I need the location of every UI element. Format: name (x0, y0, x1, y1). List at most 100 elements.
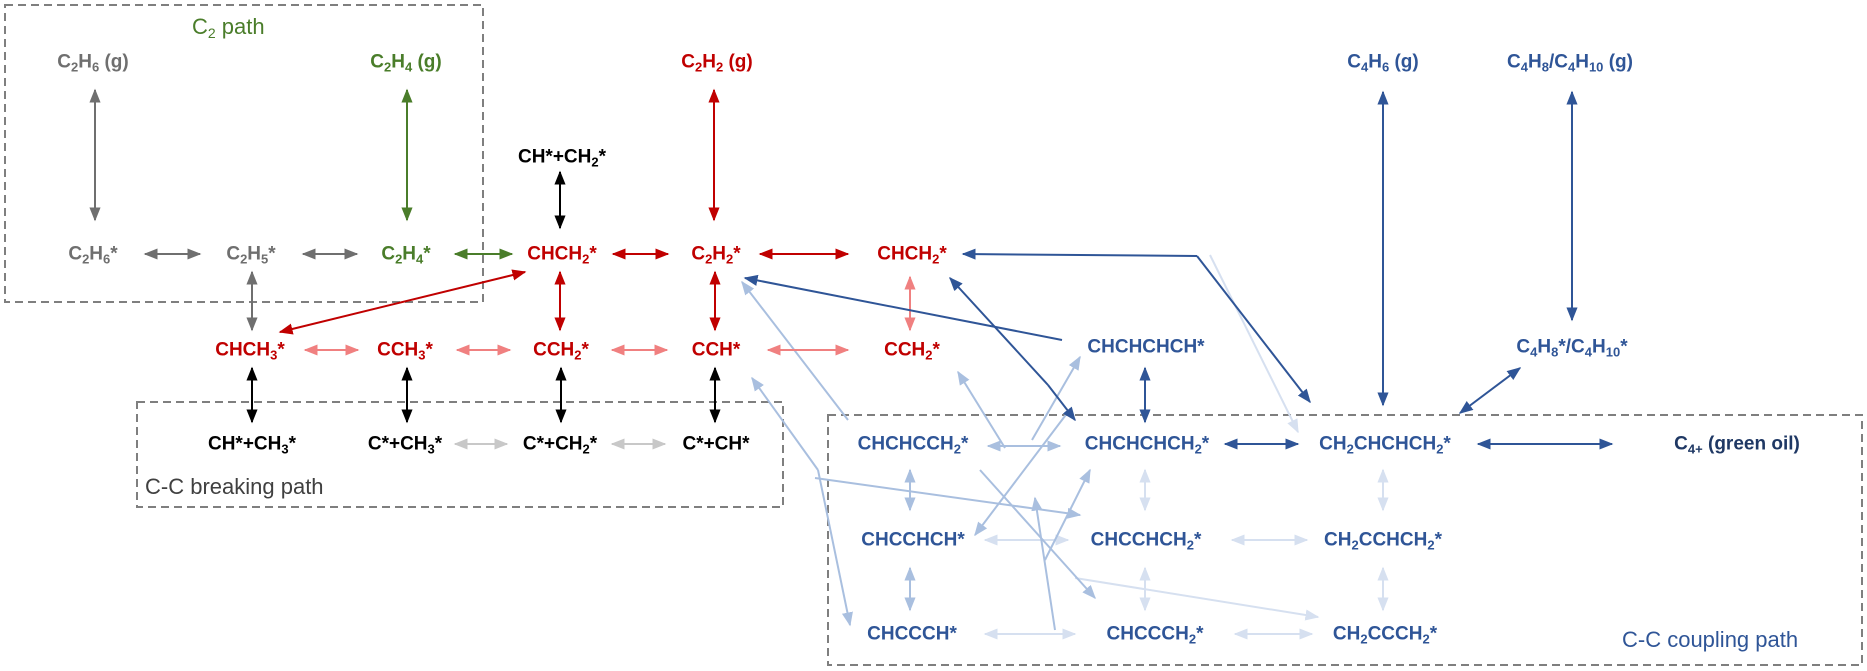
breaking-path-label: C-C breaking path (145, 474, 324, 499)
formula-part: H (1591, 336, 1606, 358)
formula-part: 10 (1605, 344, 1621, 360)
node-c-ch3: C*+CH3* (368, 435, 442, 456)
formula-part: CHCCHCH* (861, 529, 965, 551)
node-cch2-right: CCH2* (884, 339, 940, 363)
formula-part: H (1368, 51, 1382, 73)
formula-part: CH (1319, 433, 1347, 455)
node-c2h4-ads: C2H4* (381, 243, 430, 267)
formula-part: (g) (1389, 51, 1419, 73)
formula-part: * (1429, 623, 1438, 645)
formula-part: (green oil) (1702, 433, 1800, 455)
formula-part: 4 (1520, 59, 1529, 75)
formula-part: * (589, 243, 597, 265)
edge-lblue-2 (751, 376, 819, 471)
formula-part: H (712, 243, 727, 265)
formula-part: CCH (533, 339, 575, 361)
formula-part: 2 (1360, 631, 1368, 647)
coupling-path-label: C-C coupling path (1622, 627, 1799, 652)
formula-part: C (691, 243, 706, 265)
formula-part: C (226, 243, 241, 265)
node-chch2-ads: CHCH2* (527, 243, 597, 266)
formula-part: 5 (261, 251, 269, 267)
formula-part: H (78, 51, 92, 73)
formula-part: 2 (925, 347, 933, 363)
edge-lblue-3 (817, 469, 853, 627)
formula-part: 2 (1422, 631, 1430, 647)
edge-cch2r-chchchch2 (949, 276, 1049, 386)
formula-part: 2 (574, 347, 582, 363)
formula-part: CCH (377, 339, 419, 361)
formula-part: C (1507, 51, 1521, 73)
formula-part: * (598, 146, 607, 168)
formula-part: C*+CH (522, 433, 583, 455)
formula-part: * (939, 243, 947, 265)
formula-part: 4 (1360, 59, 1369, 75)
node-c4plus-green-oil: C4+ (green oil) (1674, 433, 1800, 457)
formula-part: H (702, 51, 716, 73)
formula-part: CHCCCH (1106, 623, 1189, 645)
formula-part: * (960, 433, 969, 455)
formula-part: 2 (694, 59, 703, 75)
node-chchchch2: CHCHCHCH2* (1085, 435, 1209, 457)
node-chch2-right: CHCH2* (877, 243, 947, 267)
formula-part: 2 (953, 441, 961, 457)
formula-part: H (247, 243, 262, 265)
formula-part: (g) (723, 51, 753, 73)
formula-part: 3 (418, 347, 426, 363)
formula-part: 2 (726, 251, 734, 267)
edge-chch2r-ch2chchch2 (961, 248, 1198, 260)
formula-part: 10 (1588, 59, 1604, 75)
formula-part: 2 (1186, 537, 1194, 553)
c2-path-label: C2 path (192, 14, 265, 41)
formula-part: 2 (1194, 441, 1202, 457)
node-c4h6-gas: C4H6 (g) (1347, 51, 1419, 75)
formula-part: C*+CH* (682, 433, 750, 455)
node-ch-ch3: CH*+CH3* (207, 433, 296, 457)
formula-part: C (57, 51, 71, 73)
formula-part: C (68, 243, 83, 265)
formula-part: * (425, 339, 433, 361)
node-c2h5-ads: C2H5* (226, 243, 275, 267)
node-c4h8-c4h10-ads: C4H8*/C4H10* (1516, 336, 1628, 360)
formula-part: H (402, 243, 417, 265)
node-ch2cchch2: CH2CCHCH2* (1324, 529, 1442, 553)
edge-lblue-8 (814, 477, 1082, 519)
formula-part: 4 (1530, 344, 1538, 360)
formula-part: 4 (404, 59, 413, 75)
formula-part: * (932, 339, 940, 361)
formula-part: 2 (395, 251, 403, 267)
formula-part: CHCH (215, 339, 271, 361)
formula-part: CH*+CH (207, 433, 282, 455)
node-ch2chchch2: CH2CHCHCH2* (1319, 433, 1451, 457)
formula-part: 2 (932, 251, 940, 267)
node-chccch: CHCCHCH* (861, 531, 964, 550)
formula-part: * (1434, 529, 1442, 551)
formula-part: (g) (99, 51, 129, 73)
node-chch3-ads: CHCH3* (215, 339, 285, 362)
node-cch-ads: CCH* (692, 341, 741, 360)
node-chccch-bottom: CHCCCH* (867, 625, 957, 644)
formula-part: CH (1332, 623, 1361, 645)
formula-part: C (370, 51, 384, 73)
formula-part: * (110, 243, 118, 265)
formula-part: 4 (416, 251, 424, 267)
formula-part: * (1196, 623, 1204, 645)
formula-part: CHCH (877, 243, 933, 265)
formula-part: 2 (591, 154, 599, 170)
formula-part: CHCHCCH (857, 433, 954, 455)
node-ch-ch2-top: CH*+CH2* (518, 146, 607, 170)
formula-part: * (1620, 336, 1628, 358)
formula-part: 2 (1427, 537, 1435, 553)
node-c-ch: C*+CH* (682, 435, 749, 454)
formula-part: 2 (1346, 441, 1354, 457)
formula-part: * (581, 339, 589, 361)
edge-chch2-chch3 (278, 269, 527, 335)
edge-vlblue-10 (1074, 577, 1320, 621)
edge-diag-chchchch2 (1047, 384, 1076, 422)
formula-part: 4+ (1687, 441, 1703, 457)
formula-part: CHCHCH (1353, 433, 1437, 455)
c2-path-box (4, 4, 484, 303)
formula-part: (g) (1603, 51, 1633, 73)
formula-part: 3 (281, 441, 289, 457)
